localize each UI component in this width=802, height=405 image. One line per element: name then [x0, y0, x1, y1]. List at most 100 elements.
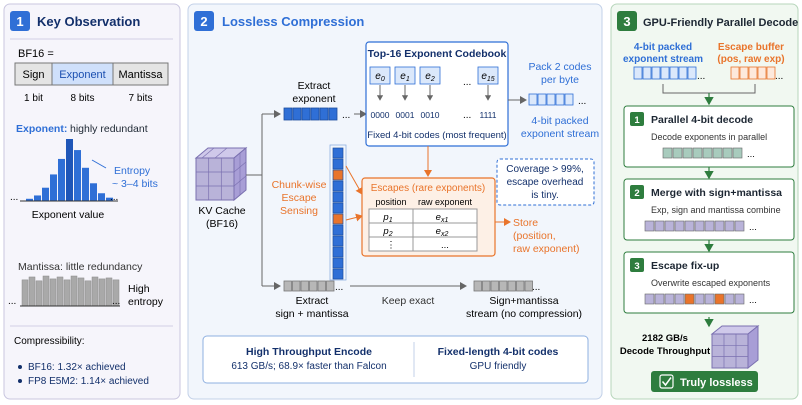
panel-key-observation: 1 Key Observation BF16 = Sign Exponent M… [3, 3, 181, 400]
decode-step-badge [630, 185, 644, 199]
exponent-histogram-bar [26, 198, 33, 201]
chunk-label-2: Escape [281, 192, 316, 204]
summary-box [202, 335, 589, 384]
fixed-title: Fixed-length 4-bit codes [438, 346, 559, 358]
decode-step-cell [644, 220, 655, 232]
escape-raw-1: ex1 [436, 212, 449, 224]
exponent-histogram [26, 139, 113, 201]
exponent-histogram-bar [42, 187, 49, 201]
packed-cell [564, 93, 574, 106]
codebook-symbol: e15 [481, 71, 494, 83]
codebook-title: Top-16 Exponent Codebook [368, 48, 507, 60]
throughput-title: High Throughput Encode [246, 346, 372, 358]
decode-step-cell [724, 293, 735, 305]
sign-mantissa-cell [499, 280, 508, 292]
sm-stream-2: stream (no compression) [466, 308, 582, 320]
packed-cell [537, 93, 547, 106]
decode-step-cell [682, 147, 693, 159]
p3-orange-ellipsis: ... [775, 71, 783, 82]
decode-step-cell [674, 293, 685, 305]
codebook-symbol: e0 [375, 71, 385, 83]
store-3: raw exponent) [513, 243, 580, 255]
exponent-value-label: Exponent value [32, 209, 105, 221]
decode-step-cell [734, 293, 745, 305]
decode-step-ellipsis: ... [749, 222, 757, 233]
panel-title: GPU-Friendly Parallel Decode [643, 17, 798, 29]
chunk-cell [332, 268, 344, 280]
exponent-stream [283, 107, 338, 121]
decode-step-number: 1 [634, 115, 640, 126]
chunk-cell [332, 224, 344, 236]
stream-cell [669, 66, 679, 80]
packed-label-1: 4-bit packed [531, 115, 588, 127]
hist-left-ellipsis: ... [10, 192, 18, 203]
kv-cache-label-1: KV Cache [198, 205, 245, 217]
packed-cell [555, 93, 565, 106]
codebook-symbol-box [369, 66, 391, 85]
sign-bits: 1 bit [24, 93, 43, 104]
decode-step-cell [712, 147, 723, 159]
decode-step-number: 2 [634, 188, 639, 199]
step-number: 3 [623, 14, 630, 29]
escape-pos-1: p1 [382, 212, 392, 224]
decode-step-title: Escape fix-up [651, 260, 719, 272]
hist-right-ellipsis: ... [110, 192, 118, 203]
sign-mantissa-cell [516, 280, 525, 292]
pack-label-1: Pack 2 codes [528, 61, 591, 73]
chunk-frame [329, 144, 347, 281]
escape-buffer-cells [730, 66, 776, 80]
extract-sm-2: sign + mantissa [275, 308, 348, 320]
output-cube [710, 324, 760, 370]
escape-raw-2: ex2 [436, 226, 449, 238]
panel-title: Key Observation [37, 14, 140, 29]
mantissa-histogram-bar [91, 276, 99, 307]
sign-mantissa-cell [507, 280, 516, 292]
mantissa-histogram-bar [63, 279, 71, 307]
exponent-histogram-bar [34, 195, 41, 201]
exponent-histogram-bar [50, 174, 57, 201]
chunk-cell [332, 257, 344, 269]
bf16-ratio: BF16: 1.32× achieved [28, 362, 126, 373]
decode-step-cell [722, 147, 733, 159]
decode-throughput-1: 2182 GB/s [642, 333, 688, 344]
exponent-cell [310, 107, 320, 121]
codebook-symbol: e1 [400, 71, 410, 83]
chunk-cell [332, 169, 344, 181]
escape-cell [748, 66, 758, 80]
step-number-badge [194, 11, 214, 31]
sign-mantissa-cell [473, 280, 482, 292]
packed-cell [546, 93, 556, 106]
codebook-code: 1111 [479, 110, 496, 120]
sm-row2-ellipsis: ... [532, 282, 540, 293]
mantissa-histogram-bar [35, 280, 43, 307]
decode-step-cell [644, 293, 655, 305]
codebook-footer: Fixed 4-bit codes (most frequent) [367, 130, 506, 141]
mant-right-ellipsis: ... [112, 296, 120, 307]
step-number: 1 [16, 14, 23, 29]
step-number-badge [10, 11, 30, 31]
sign-mantissa-cell [300, 280, 309, 292]
mantissa-label: Mantissa [118, 69, 163, 81]
decode-throughput-2: Decode Throughput [620, 346, 711, 357]
sign-mantissa-extract-row [283, 280, 335, 292]
exponent-histogram-bar [74, 150, 81, 201]
stream-cell [687, 66, 697, 80]
fp8-ratio: FP8 E5M2: 1.14× achieved [28, 376, 149, 387]
sign-label: Sign [22, 69, 44, 81]
decode-step-cell [662, 147, 673, 159]
mantissa-field [112, 62, 169, 86]
decode-step-badge [630, 112, 644, 126]
check-icon [659, 374, 674, 389]
exponent-heading: Exponent: [16, 123, 67, 135]
escape-buffer-1: Escape buffer [718, 42, 784, 53]
exponent-histogram-bar [98, 193, 105, 201]
decode-step-cell [692, 147, 703, 159]
kv-cache-label-2: (BF16) [206, 218, 238, 230]
packed-stream [528, 93, 574, 106]
decode-step-cell [714, 293, 725, 305]
escapes-title: Escapes (rare exponents) [371, 183, 486, 194]
escape-cell [739, 66, 749, 80]
decode-step-cell [684, 220, 695, 232]
